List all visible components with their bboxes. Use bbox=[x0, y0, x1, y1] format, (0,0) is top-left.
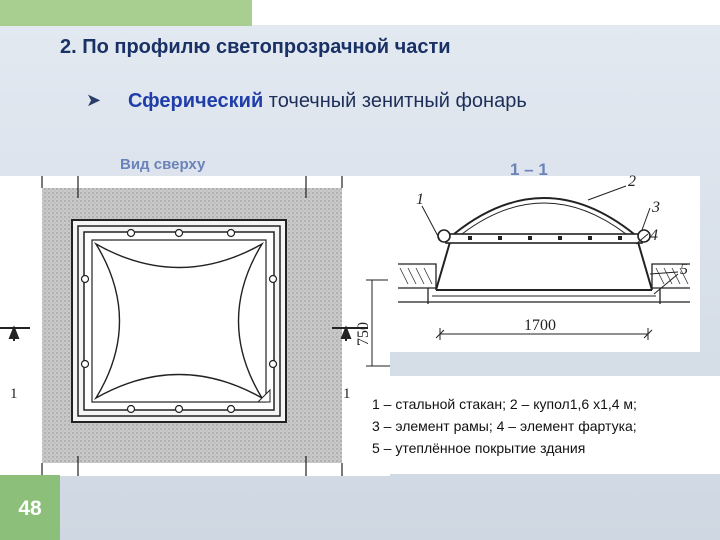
legend-line-2: 3 – элемент рамы; 4 – элемент фартука; bbox=[372, 418, 637, 434]
legend-line-1: 1 – стальной стакан; 2 – купол1,6 х1,4 м… bbox=[372, 396, 637, 412]
frame-element bbox=[445, 233, 643, 244]
subtitle-rest: точечный зенитный фонарь bbox=[263, 90, 527, 112]
callout-2: 2 bbox=[628, 173, 636, 190]
dome bbox=[453, 197, 635, 235]
section-mark-right: 1 bbox=[343, 386, 351, 402]
plan-view-drawing: 1 1 750 bbox=[0, 176, 390, 476]
page-number: 48 bbox=[18, 497, 42, 520]
dimension-width: 1700 bbox=[524, 317, 556, 334]
arrow-bullet-icon: ➤ bbox=[86, 90, 102, 110]
subtitle-emphasis: Сферический bbox=[128, 90, 264, 112]
callout-5: 5 bbox=[680, 261, 688, 278]
dimension-height: 750 bbox=[355, 322, 372, 346]
slide-subtitle: Сферический точечный зенитный фонарь bbox=[128, 90, 527, 113]
legend-line-3: 5 – утеплённое покрытие здания bbox=[372, 440, 586, 456]
section-view-label: 1 – 1 bbox=[510, 160, 548, 179]
callout-4: 4 bbox=[650, 227, 658, 244]
section-view-drawing: 1 2 3 4 5 1700 bbox=[388, 173, 700, 352]
callout-1: 1 bbox=[416, 191, 424, 208]
slide-title: 2. По профилю светопрозрачной части bbox=[60, 36, 451, 58]
section-mark-left: 1 bbox=[10, 386, 18, 402]
callout-3: 3 bbox=[651, 199, 660, 216]
plan-view-label: Вид сверху bbox=[120, 156, 206, 173]
legend-panel bbox=[362, 376, 720, 474]
top-accent-tab bbox=[0, 0, 252, 26]
page-number-strip bbox=[0, 475, 60, 540]
